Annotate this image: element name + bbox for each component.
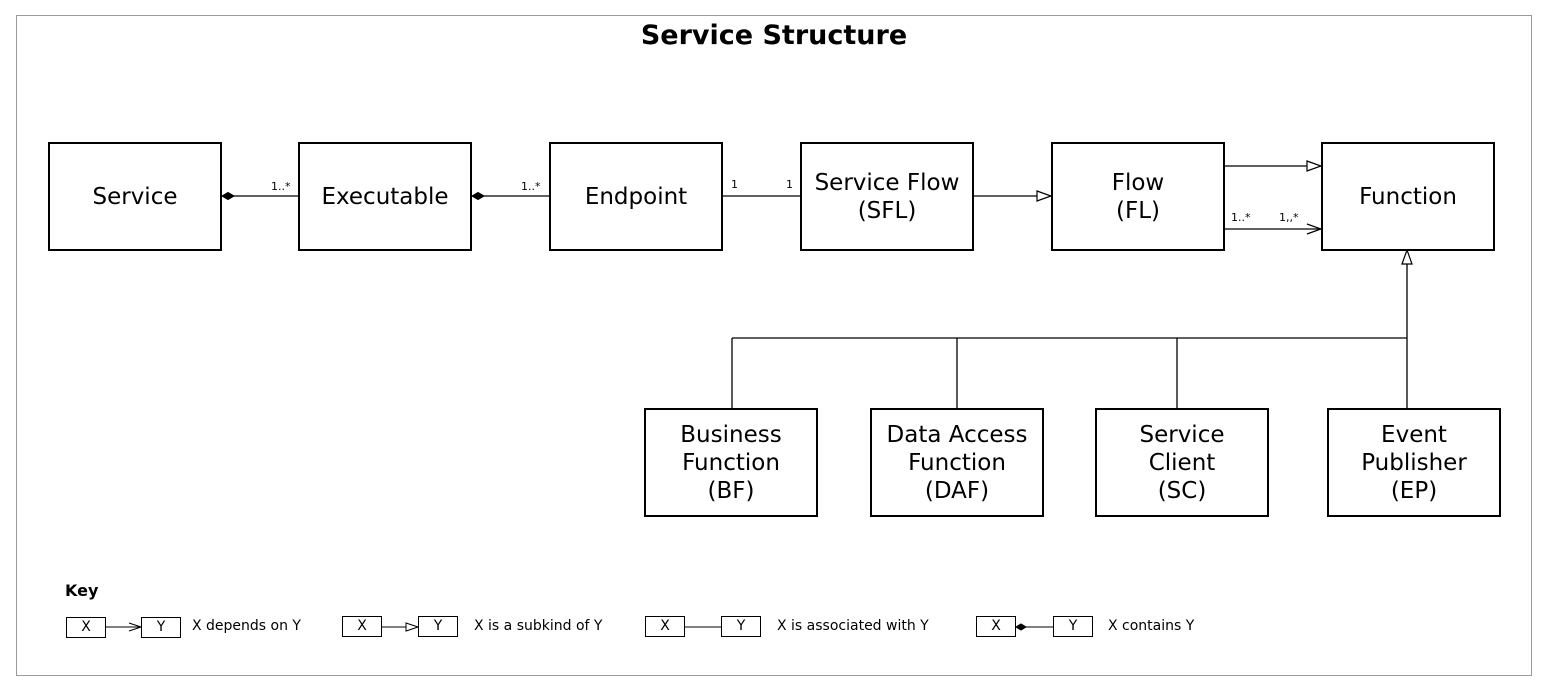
service-box: Service	[48, 142, 222, 251]
flow-box: Flow(FL)	[1051, 142, 1225, 251]
key-contains-y: Y	[1053, 616, 1093, 637]
endpoint-box: Endpoint	[549, 142, 723, 251]
box-label-line: Service	[1139, 421, 1225, 448]
key-associated-label: X is associated with Y	[777, 618, 929, 634]
multiplicity-function-side: 1,,*	[1279, 211, 1299, 224]
box-label-line: Flow	[1111, 169, 1165, 196]
diagram-frame	[16, 15, 1532, 676]
diagram-title: Service Structure	[640, 20, 908, 51]
multiplicity-flow-side: 1..*	[1231, 211, 1251, 224]
multiplicity-service-flow-side: 1	[786, 178, 793, 191]
box-label-line: Service	[92, 183, 178, 210]
box-label-line: Event	[1381, 421, 1447, 448]
box-label-line: Function	[1359, 183, 1457, 210]
key-contains-x: X	[976, 616, 1016, 637]
box-label-line: (SFL)	[857, 197, 917, 224]
box-label-line: Executable	[321, 183, 449, 210]
box-label-line: (EP)	[1390, 477, 1438, 504]
key-associated-x: X	[645, 616, 685, 637]
multiplicity-service-executable: 1..*	[271, 180, 291, 193]
box-label-line: (BF)	[707, 477, 755, 504]
key-title: Key	[65, 581, 99, 600]
box-label-line: Client	[1148, 449, 1216, 476]
key-depends-y: Y	[141, 617, 181, 638]
executable-box: Executable	[298, 142, 472, 251]
box-label-line: Endpoint	[584, 183, 688, 210]
box-label-line: Service Flow	[814, 169, 960, 196]
service-flow-box: Service Flow(SFL)	[800, 142, 974, 251]
box-label-line: (FL)	[1116, 197, 1160, 224]
box-label-line: Function	[908, 449, 1006, 476]
box-label-line: Publisher	[1361, 449, 1467, 476]
box-label-line: Business	[680, 421, 782, 448]
key-subkind-x: X	[342, 616, 382, 637]
box-label-line: (SC)	[1157, 477, 1207, 504]
key-contains-label: X contains Y	[1108, 618, 1195, 634]
multiplicity-endpoint-side: 1	[731, 178, 738, 191]
box-label-line: Function	[682, 449, 780, 476]
function-box: Function	[1321, 142, 1495, 251]
box-label-line: Data Access	[886, 421, 1028, 448]
box-label-line: (DAF)	[924, 477, 990, 504]
multiplicity-executable-endpoint: 1..*	[521, 180, 541, 193]
key-depends-label: X depends on Y	[192, 618, 301, 634]
key-depends-x: X	[66, 617, 106, 638]
key-subkind-y: Y	[418, 616, 458, 637]
key-subkind-label: X is a subkind of Y	[474, 618, 603, 634]
key-associated-y: Y	[721, 616, 761, 637]
